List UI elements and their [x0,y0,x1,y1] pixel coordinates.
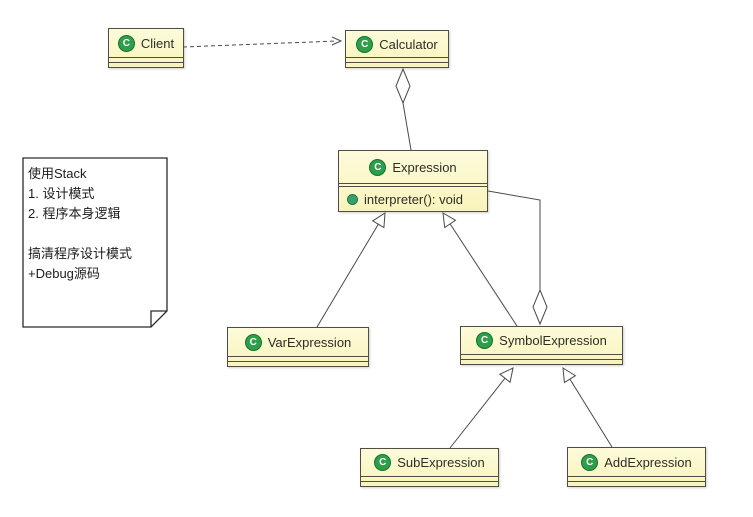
method-interpreter[interactable]: interpreter(): void [339,187,487,211]
class-box-subexpression[interactable]: C SubExpression [360,448,499,487]
class-header: C SymbolExpression [461,327,622,354]
class-name: Calculator [379,36,438,52]
note-line: 1. 设计模式 [28,186,95,201]
aggregation-symbolexpression-expression[interactable] [487,190,548,326]
note-line: +Debug源码 [28,266,100,281]
class-name: Client [140,35,175,51]
method-signature: interpreter(): void [364,191,463,207]
class-icon: C [244,333,262,351]
empty-methods-compartment [461,359,622,364]
method-icon [347,193,358,205]
class-header: C Expression [339,151,487,183]
empty-methods-compartment [228,361,368,366]
class-box-symbolexpression[interactable]: C SymbolExpression [460,326,623,365]
class-icon: C [374,454,392,471]
class-header: C AddExpression [568,448,705,476]
class-header: C SubExpression [361,449,498,476]
note-line: 使用Stack [28,166,87,181]
class-icon: C [369,158,387,176]
empty-methods-compartment [109,62,183,67]
compartment-separator [339,183,487,187]
generalization-symbolexpression-expression[interactable] [442,212,518,327]
class-name: SubExpression [397,455,485,470]
class-box-varexpression[interactable]: C VarExpression [227,327,369,367]
class-name: AddExpression [604,454,692,470]
class-name: Expression [392,159,457,175]
empty-fields-compartment [346,57,448,62]
class-header: C VarExpression [228,328,368,356]
empty-methods-compartment [568,481,705,486]
empty-fields-compartment [461,354,622,359]
class-box-addexpression[interactable]: C AddExpression [567,447,706,487]
empty-fields-compartment [361,476,498,481]
class-box-calculator[interactable]: C Calculator [345,30,449,68]
note-line: 搞清程序设计模式 [28,246,133,261]
note-line: 2. 程序本身逻辑 [28,206,121,221]
note-shape [22,157,168,328]
class-icon: C [117,34,135,52]
note-line [28,224,168,244]
generalization-addexpression-symbolexpression[interactable] [562,367,613,448]
dependency-client-calculator[interactable] [182,36,343,48]
aggregation-calculator-expression[interactable] [395,67,412,151]
note-box[interactable]: 使用Stack 1. 设计模式 2. 程序本身逻辑 搞清程序设计模式 +Debu… [23,158,168,328]
generalization-varexpression-expression[interactable] [316,212,386,328]
empty-methods-compartment [346,62,448,67]
class-name: VarExpression [267,334,352,350]
class-box-expression[interactable]: C Expression interpreter(): void [338,150,488,212]
class-header: C Client [109,29,183,57]
class-name: SymbolExpression [499,333,607,348]
empty-fields-compartment [109,57,183,62]
class-icon: C [476,332,494,349]
generalization-subexpression-symbolexpression[interactable] [449,367,514,449]
empty-fields-compartment [568,476,705,481]
empty-fields-compartment [228,356,368,361]
class-header: C Calculator [346,31,448,57]
empty-methods-compartment [361,481,498,486]
class-icon: C [581,453,599,471]
class-box-client[interactable]: C Client [108,28,184,68]
class-icon: C [356,35,374,53]
